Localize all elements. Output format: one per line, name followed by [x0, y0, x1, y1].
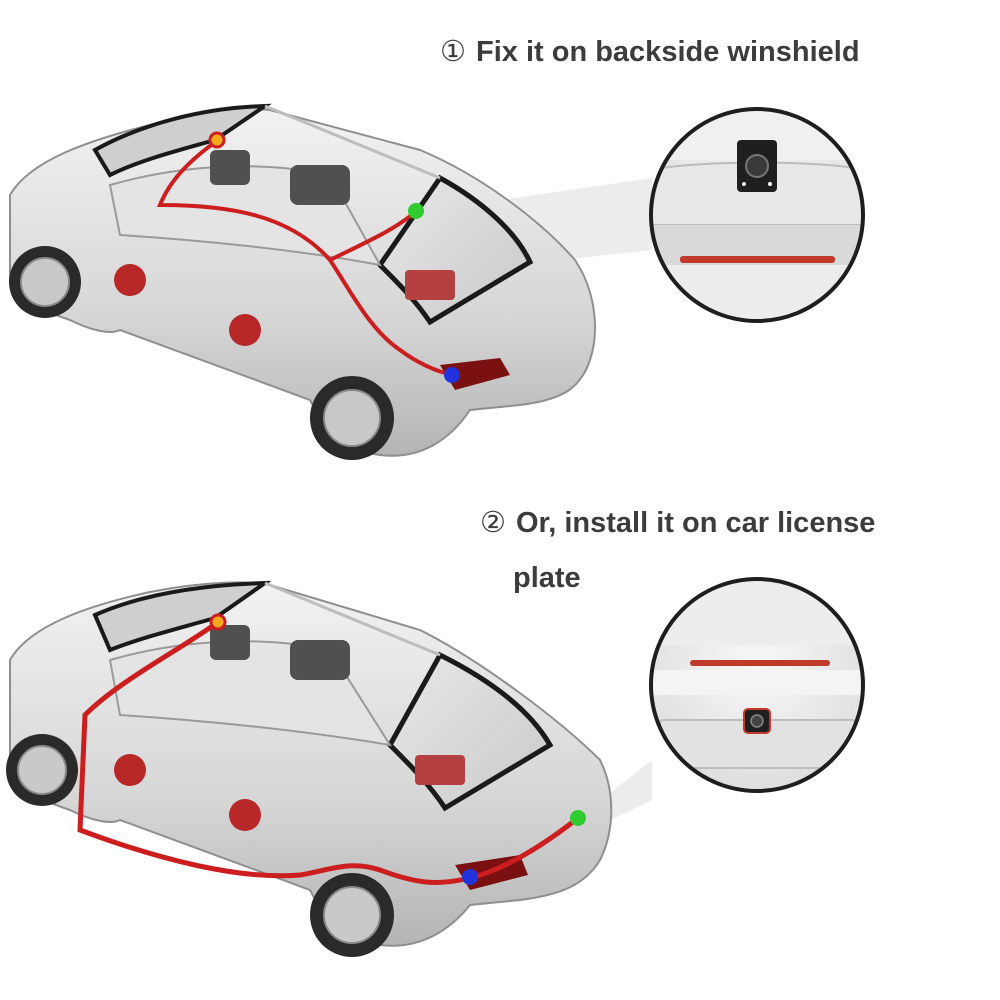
license-plate-camera-icon [744, 709, 770, 733]
car-illustration-1 [9, 106, 652, 460]
camera-point-2 [570, 810, 586, 826]
camera-point-1 [408, 203, 424, 219]
taillight-point-1 [444, 367, 460, 383]
rear-wheel-2 [310, 873, 394, 957]
front-wheel-1 [9, 246, 81, 318]
power-point-2 [211, 615, 225, 629]
power-point-1 [210, 133, 224, 147]
car-illustration-2 [6, 582, 652, 957]
backup-camera-icon [737, 140, 777, 192]
car-body-1 [10, 109, 595, 455]
rear-wheel-1 [310, 376, 394, 460]
zoom-detail-license-plate [650, 575, 865, 791]
zoom-detail-windshield [650, 105, 865, 325]
front-wheel-2 [6, 734, 78, 806]
taillight-point-2 [462, 869, 478, 885]
